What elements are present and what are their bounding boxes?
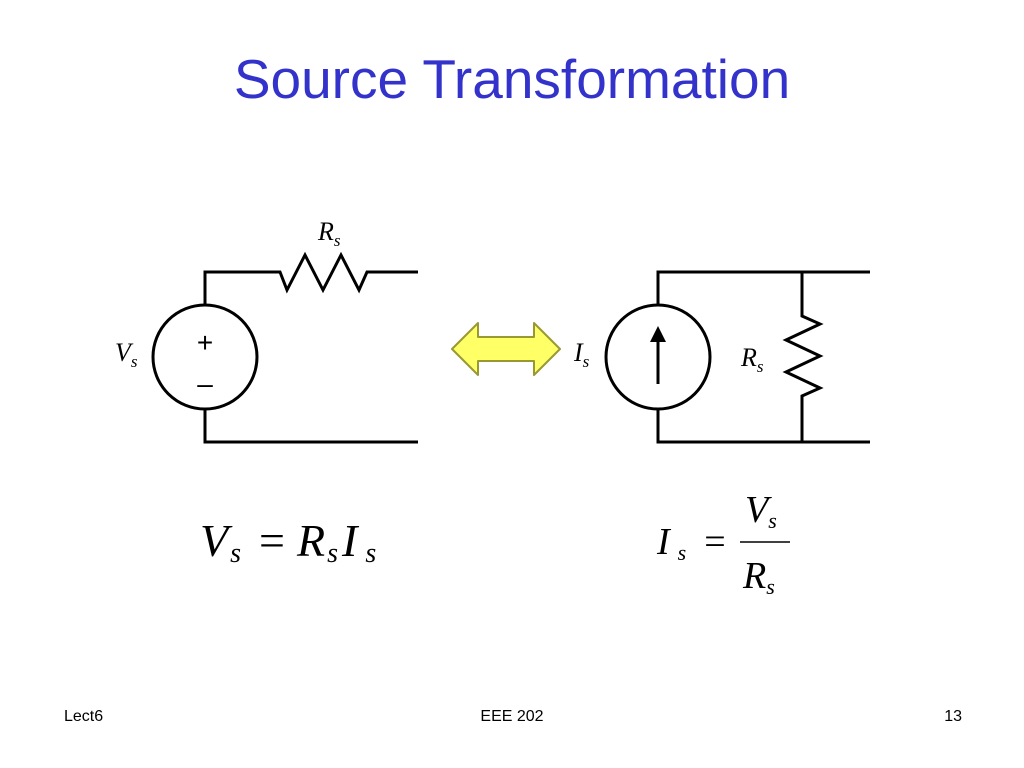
left-circuit <box>151 251 418 444</box>
left-top-wire <box>203 251 418 305</box>
current-arrow-head-icon <box>650 326 666 342</box>
voltage-source-label: Vs <box>115 338 138 371</box>
equivalence-arrow-icon <box>451 322 561 376</box>
right-resistor-label: Rs <box>740 343 764 376</box>
left-bottom-wire <box>203 409 418 444</box>
right-bottom-wire <box>656 409 870 444</box>
slide-title: Source Transformation <box>233 48 791 110</box>
voltage-source-minus: – <box>197 368 213 399</box>
footer-center: EEE 202 <box>480 708 544 725</box>
footer-left: Lect6 <box>64 708 104 725</box>
shunt-resistor <box>782 272 824 442</box>
equation-denominator: Rs <box>742 555 775 599</box>
footer-page-number: 13 <box>944 708 962 725</box>
right-top-wire <box>656 270 870 305</box>
left-resistor-label: Rs <box>317 217 341 250</box>
equation-numerator: Vs <box>745 489 777 533</box>
right-circuit <box>604 270 870 444</box>
current-source-label: Is <box>573 338 590 371</box>
voltage-source-plus: + <box>197 327 213 358</box>
